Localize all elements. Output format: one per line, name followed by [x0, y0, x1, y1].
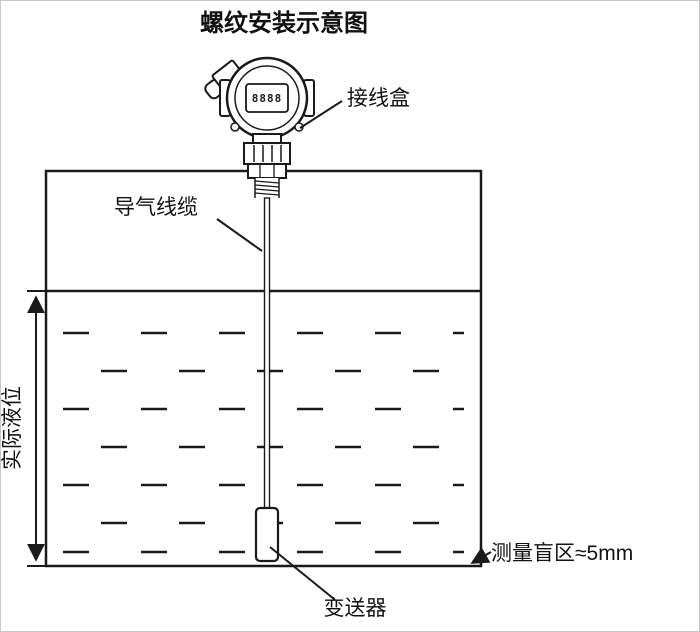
diagram-title: 螺纹安装示意图: [200, 9, 368, 37]
transmitter-neck: [252, 133, 282, 144]
label-air-cable: 导气线缆: [114, 196, 198, 219]
tank-outline: [44, 169, 483, 568]
threaded-connection: [254, 178, 280, 198]
leader-air-cable: [216, 218, 263, 252]
label-junction-box: 接线盒: [347, 87, 410, 110]
transmitter-assembly: 8888: [204, 56, 315, 563]
lcd-display: [245, 83, 289, 113]
lcd-digits: 8888: [252, 92, 283, 105]
label-transmitter: 变送器: [324, 597, 387, 620]
leader-blind-zone: [470, 547, 492, 564]
air-cable-callout: 导气线缆: [114, 196, 263, 252]
level-dimension: 实际液位: [1, 290, 46, 567]
air-guide-cable-line: [263, 197, 271, 511]
label-actual-level: 实际液位: [1, 386, 24, 470]
liquid-dashes: [63, 331, 464, 554]
leader-junction-box: [299, 100, 343, 129]
probe-body: [254, 506, 280, 563]
label-blind-zone: 测量盲区≈5mm: [491, 542, 633, 565]
transmitter-callout: 变送器: [269, 546, 387, 620]
hex-nut: [247, 163, 287, 179]
head-bolt-left: [230, 122, 240, 132]
leader-transmitter: [269, 546, 335, 600]
blind-zone-callout: 测量盲区≈5mm: [470, 542, 633, 565]
junction-box-callout: 接线盒: [299, 87, 410, 129]
terminal-block: [243, 142, 291, 165]
